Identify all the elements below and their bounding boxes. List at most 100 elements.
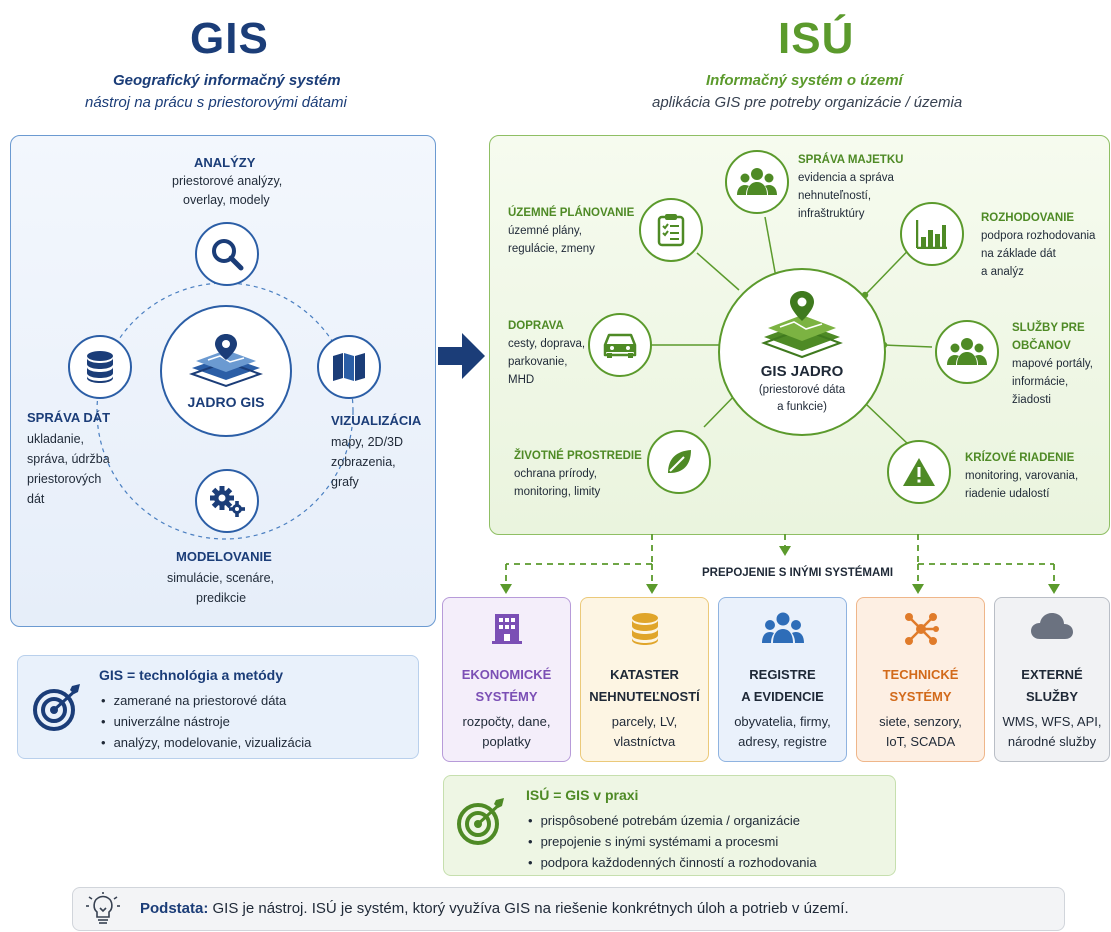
system-card-ekonomicke: EKONOMICKÉ SYSTÉMY rozpočty, dane, popla… [442, 597, 571, 762]
krizove-riadenie-title: KRÍZOVÉ RIADENIE [965, 452, 1075, 464]
isu-info-title: ISÚ = GIS v praxi [526, 787, 639, 803]
card-title: EKONOMICKÉ SYSTÉMY [443, 664, 570, 708]
building-icon [491, 614, 522, 644]
card-desc-line-2: adresy, registre [738, 734, 827, 749]
card-title: EXTERNÉ SLUŽBY [995, 664, 1109, 708]
gears-icon [210, 486, 245, 517]
modelovanie-node [195, 469, 259, 533]
card-title: TECHNICKÉ SYSTÉMY [857, 664, 984, 708]
card-title-line-1: EXTERNÉ [1021, 667, 1083, 682]
uzemne-planovanie-title: ÚZEMNÉ PLÁNOVANIE [508, 207, 635, 219]
leaf-icon [668, 450, 691, 473]
card-title-line-1: TECHNICKÉ [882, 667, 959, 682]
isu-core-title: GIS JADRO [760, 362, 844, 380]
card-desc-line-2: národné služby [1007, 734, 1097, 749]
krizove-riadenie-desc-2: riadenie udalostí [965, 488, 1050, 500]
gis-info-bullet: zamerané na priestorové dáta [101, 690, 311, 711]
card-title-line-2: NEHNUTEĽNOSTÍ [589, 689, 700, 704]
krizove-riadenie-desc-1: monitoring, varovania, [965, 470, 1079, 482]
card-title-line-1: EKONOMICKÉ [461, 667, 552, 682]
isu-info-bullet: podpora každodenných činností a rozhodov… [528, 852, 817, 873]
krizove-riadenie-node [887, 440, 951, 504]
folded-map-icon [333, 353, 365, 381]
card-title: REGISTRE A EVIDENCIE [719, 664, 846, 708]
card-title-line-2: SLUŽBY [1026, 689, 1078, 704]
magnifier-icon [212, 239, 244, 271]
rozhodovanie-desc-1: podpora rozhodovania [981, 230, 1096, 242]
rozhodovanie-node [900, 202, 964, 266]
analyzy-title: ANALÝZY [194, 155, 256, 170]
sluzby-title-2: OBČANOV [1012, 340, 1071, 352]
target-icon [33, 684, 80, 731]
vizualizacia-node [317, 335, 381, 399]
sprava-majetku-title: SPRÁVA MAJETKU [798, 154, 904, 166]
card-desc-line-1: WMS, WFS, API, [1002, 714, 1102, 729]
doprava-desc-2: parkovanie, [508, 356, 568, 368]
card-desc: WMS, WFS, API, národné služby [995, 712, 1109, 752]
modelovanie-title: MODELOVANIE [176, 549, 272, 564]
isu-subtitle-2: aplikácia GIS pre potreby organizácie / … [652, 94, 963, 111]
clipboard-checklist-icon [657, 214, 685, 247]
isu-info-bullets: prispôsobené potrebám územia / organizác… [528, 810, 817, 873]
database-icon [87, 351, 113, 383]
system-card-technicke: TECHNICKÉ SYSTÉMY siete, senzory, IoT, S… [856, 597, 985, 762]
card-desc: rozpočty, dane, poplatky [443, 712, 570, 752]
vizualizacia-desc-1: mapy, 2D/3D [331, 435, 404, 449]
isu-subtitle: Informačný systém o území [706, 72, 903, 89]
vizualizacia-desc-2: zobrazenia, [331, 455, 396, 469]
sluzby-node [935, 320, 999, 384]
warning-icon [903, 458, 935, 486]
system-card-registre: REGISTRE A EVIDENCIE obyvatelia, firmy, … [718, 597, 847, 762]
sprava-dat-desc-1: ukladanie, [27, 432, 84, 446]
sprava-majetku-node [725, 150, 789, 214]
zivotne-prostredie-desc-2: monitoring, limity [514, 486, 601, 498]
card-title-line-1: KATASTER [610, 667, 679, 682]
uzemne-planovanie-node [639, 198, 703, 262]
card-desc-line-2: IoT, SCADA [885, 734, 956, 749]
isu-title: ISÚ [778, 14, 855, 63]
vizualizacia-title: VIZUALIZÁCIA [331, 413, 422, 428]
card-desc-line-2: poplatky [482, 734, 531, 749]
modelovanie-desc-1: simulácie, scenáre, [167, 571, 274, 585]
link-label: PREPOJENIE S INÝMI SYSTÉMAMI [702, 567, 894, 579]
zivotne-prostredie-desc-1: ochrana prírody, [514, 468, 597, 480]
analyzy-node [195, 222, 259, 286]
gis-core-label: JADRO GIS [187, 394, 265, 410]
footer-box [72, 887, 1065, 931]
doprava-title: DOPRAVA [508, 320, 564, 332]
right-arrow-icon [438, 333, 485, 379]
isu-info-bullet: prepojenie s inými systémami a procesmi [528, 831, 817, 852]
rozhodovanie-desc-2: na základe dát [981, 248, 1056, 260]
footer-text: Podstata: GIS je nástroj. ISÚ je systém,… [140, 900, 849, 917]
sluzby-desc-1: mapové portály, [1012, 358, 1093, 370]
system-card-externe: EXTERNÉ SLUŽBY WMS, WFS, API, národné sl… [994, 597, 1110, 762]
doprava-desc-1: cesty, doprava, [508, 338, 586, 350]
uzemne-planovanie-desc-1: územné plány, [508, 225, 582, 237]
sluzby-desc-3: žiadosti [1012, 394, 1051, 406]
people-group-icon [737, 168, 777, 195]
sluzby-desc-2: informácie, [1012, 376, 1069, 388]
card-desc-line-1: siete, senzory, [879, 714, 962, 729]
analyzy-desc-1: priestorové analýzy, [172, 174, 283, 188]
sprava-majetku-desc-2: nehnuteľností, [798, 190, 872, 202]
zivotne-prostredie-title: ŽIVOTNÉ PROSTREDIE [514, 450, 642, 462]
isu-core-node: GIS JADRO (priestorové dáta a funkcie) [718, 268, 886, 436]
sprava-dat-node [68, 335, 132, 399]
gis-info-bullet: analýzy, modelovanie, vizualizácia [101, 732, 312, 753]
system-card-kataster: KATASTER NEHNUTEĽNOSTÍ parcely, LV, vlas… [580, 597, 709, 762]
people-icon [761, 612, 804, 643]
gis-info-title: GIS = technológia a metódy [99, 667, 283, 683]
analyzy-desc-2: overlay, modely [183, 193, 270, 207]
card-desc: parcely, LV, vlastníctva [581, 712, 708, 752]
cloud-icon [1031, 613, 1073, 639]
sprava-dat-desc-3: priestorových [27, 472, 102, 486]
card-desc-line-1: rozpočty, dane, [462, 714, 551, 729]
sprava-majetku-desc-3: infraštruktúry [798, 208, 865, 220]
sprava-dat-desc-4: dát [27, 492, 45, 506]
layers-map-pin-icon [761, 290, 843, 358]
system-connectors [500, 534, 1060, 594]
isu-core-desc-2: a funkcie) [777, 400, 827, 413]
bar-chart-icon [916, 220, 947, 249]
card-title: KATASTER NEHNUTEĽNOSTÍ [581, 664, 708, 708]
rozhodovanie-desc-3: a analýz [981, 266, 1024, 278]
